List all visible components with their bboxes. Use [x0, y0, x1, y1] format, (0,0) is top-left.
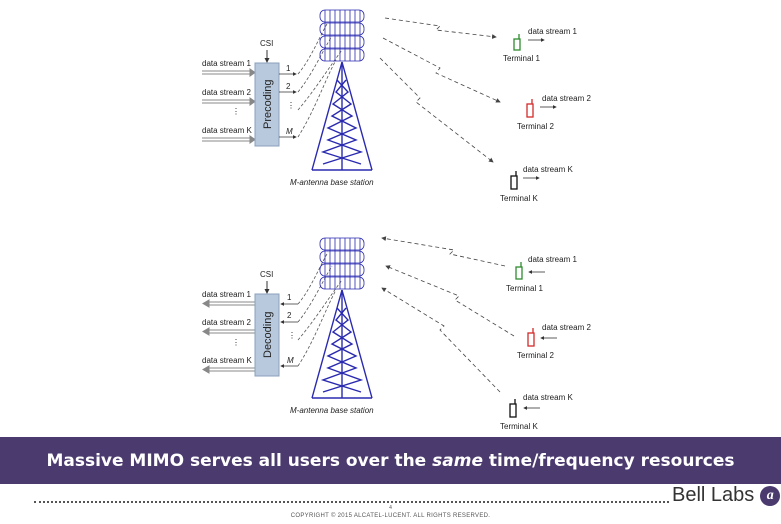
downlink-terminal-k-name: Terminal K — [500, 194, 538, 203]
uplink-csi-label: CSI — [260, 270, 273, 279]
precoding-label: Precoding — [262, 79, 274, 129]
headline-text-emphasis: same — [432, 450, 483, 471]
uplink-port-dots: ⋮ — [288, 331, 296, 340]
headline-text-pre: Massive MIMO serves all users over the — [46, 450, 427, 471]
uplink-terminal-2-name: Terminal 2 — [517, 351, 554, 360]
footer-dotted-rule — [34, 487, 669, 503]
downlink-csi-label: CSI — [260, 39, 273, 48]
uplink-stream-label-1: data stream 1 — [202, 290, 251, 299]
uplink-terminal-1-device — [515, 266, 523, 280]
downlink-tower — [311, 61, 373, 171]
headline-banner: Massive MIMO serves all users over the s… — [0, 437, 781, 484]
brand: Bell Labs a — [672, 484, 781, 507]
uplink-port-1: 1 — [287, 293, 292, 302]
downlink-stream-label-1: data stream 1 — [202, 59, 251, 68]
brand-name: Bell Labs — [672, 484, 755, 506]
downlink-terminal-k-stream: data stream K — [523, 165, 573, 174]
uplink-terminal-2-stream: data stream 2 — [542, 323, 591, 332]
uplink-terminal-1-name: Terminal 1 — [506, 284, 543, 293]
downlink-feed-lines — [297, 21, 343, 138]
downlink-terminal-2-stream: data stream 2 — [542, 94, 591, 103]
uplink-terminal-k-device — [509, 403, 517, 418]
uplink-stream-dots: ⋮ — [232, 338, 240, 347]
downlink-terminal-1-stream: data stream 1 — [528, 27, 577, 36]
downlink-stream-label-2: data stream 2 — [202, 88, 251, 97]
downlink-terminal-2-device — [526, 103, 534, 118]
downlink-stream-label-k: data stream K — [202, 126, 252, 135]
uplink-antenna-array — [319, 237, 365, 290]
downlink-input-arrows — [202, 68, 256, 144]
decoding-label: Decoding — [262, 312, 274, 358]
uplink-terminal-2: data stream 2 Terminal 2 — [517, 323, 591, 360]
downlink-terminal-1-name: Terminal 1 — [503, 54, 540, 63]
copyright-notice: COPYRIGHT © 2015 ALCATEL-LUCENT. ALL RIG… — [290, 513, 491, 519]
page-number: 4 — [389, 505, 392, 511]
uplink-tower — [311, 289, 373, 399]
downlink-antenna-array — [319, 9, 365, 62]
downlink-port-m: M — [286, 127, 293, 136]
uplink-stream-label-k: data stream K — [202, 356, 252, 365]
downlink-terminal-2: data stream 2 Terminal 2 — [517, 94, 591, 131]
uplink-terminal-1: data stream 1 Terminal 1 — [506, 255, 577, 293]
uplink-terminal-k: data stream K Terminal K — [500, 393, 573, 431]
uplink-terminal-k-stream: data stream K — [523, 393, 573, 402]
downlink-port-2: 2 — [286, 82, 291, 91]
precoding-box — [254, 62, 280, 147]
uplink-port-m: M — [287, 356, 294, 365]
uplink-terminal-2-device — [527, 332, 535, 347]
downlink-stream-dots: ⋮ — [232, 107, 240, 116]
decoding-box — [254, 293, 280, 377]
uplink-terminal-1-stream: data stream 1 — [528, 255, 577, 264]
downlink-terminal-k-device — [510, 175, 518, 190]
uplink-station-label: M-antenna base station — [290, 406, 374, 415]
uplink-output-arrows — [202, 299, 255, 374]
mimo-diagram: data stream 1 data stream 2 data stream … — [202, 9, 591, 431]
headline-text-post: time/frequency resources — [488, 450, 735, 471]
downlink-terminal-1-device — [513, 38, 521, 51]
downlink-terminal-2-name: Terminal 2 — [517, 122, 554, 131]
uplink-terminal-k-name: Terminal K — [500, 422, 538, 431]
downlink-panel: data stream 1 data stream 2 data stream … — [202, 9, 591, 203]
downlink-terminal-1: data stream 1 Terminal 1 — [503, 27, 577, 63]
downlink-port-arrows — [279, 72, 297, 139]
uplink-port-2: 2 — [287, 311, 292, 320]
downlink-terminal-k: data stream K Terminal K — [500, 165, 573, 203]
bell-labs-logo-icon: a — [760, 485, 781, 506]
downlink-station-label: M-antenna base station — [290, 178, 374, 187]
downlink-port-1: 1 — [286, 64, 291, 73]
downlink-radio-links — [379, 17, 501, 163]
uplink-feed-lines — [297, 251, 343, 367]
uplink-stream-label-2: data stream 2 — [202, 318, 251, 327]
uplink-radio-links — [381, 236, 515, 393]
downlink-port-dots: ⋮ — [287, 101, 295, 110]
uplink-panel: data stream 1 data stream 2 data stream … — [202, 236, 591, 431]
uplink-port-arrows — [280, 302, 298, 368]
